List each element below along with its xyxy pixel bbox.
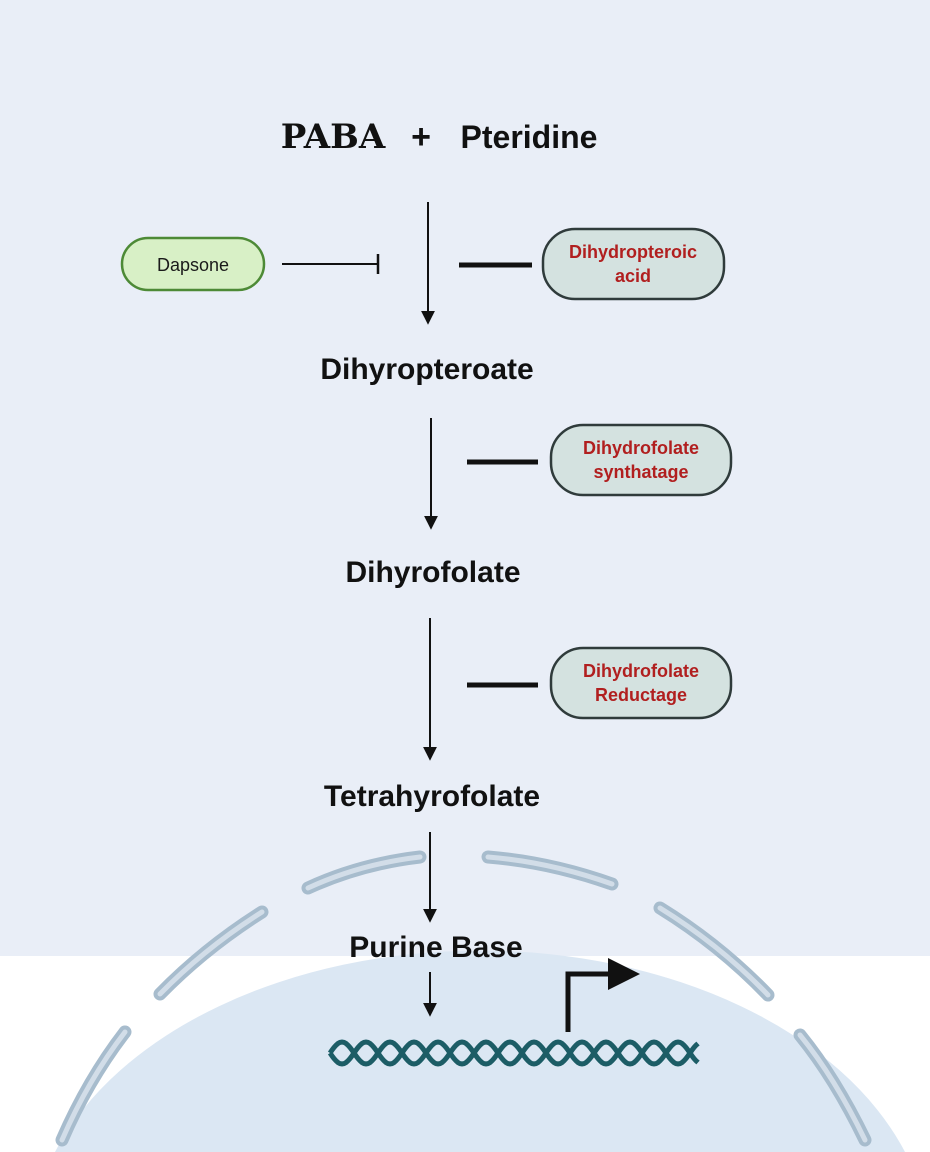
intermediate-dihyrofolate: Dihyrofolate — [345, 556, 520, 589]
enzyme-pill-dihydrofolate-reductage — [549, 646, 733, 720]
dapsone-label: Dapsone — [157, 255, 229, 275]
enzyme-2-line-2: synthatage — [593, 462, 688, 482]
dapsone-pill — [120, 236, 266, 292]
enzyme-pill-dihydrofolate-synthatage — [549, 423, 733, 497]
plus-sign: + — [411, 118, 431, 156]
enzyme-3-line-1: Dihydrofolate — [583, 661, 699, 681]
enzyme-pill-dihydropteroic-acid — [541, 227, 726, 301]
enzyme-1-line-2: acid — [615, 266, 651, 286]
substrate-paba: PABA — [281, 117, 386, 157]
intermediate-dihyropteroate: Dihyropteroate — [320, 353, 533, 386]
substrate-pteridine: Pteridine — [461, 119, 598, 155]
transcription-start-arrow-icon — [565, 958, 640, 1032]
enzyme-3-line-2: Reductage — [595, 685, 687, 705]
dna-double-helix-icon — [327, 1039, 700, 1067]
cell-membrane-inner — [59, 854, 868, 1143]
product-purine-base: Purine Base — [349, 931, 522, 964]
enzyme-2-line-1: Dihydrofolate — [583, 438, 699, 458]
enzyme-1-line-1: Dihydropteroic — [569, 242, 697, 262]
cell-body — [55, 950, 905, 1152]
background-panel — [0, 0, 930, 956]
intermediate-tetrahyrofolate: Tetrahyrofolate — [324, 780, 540, 813]
